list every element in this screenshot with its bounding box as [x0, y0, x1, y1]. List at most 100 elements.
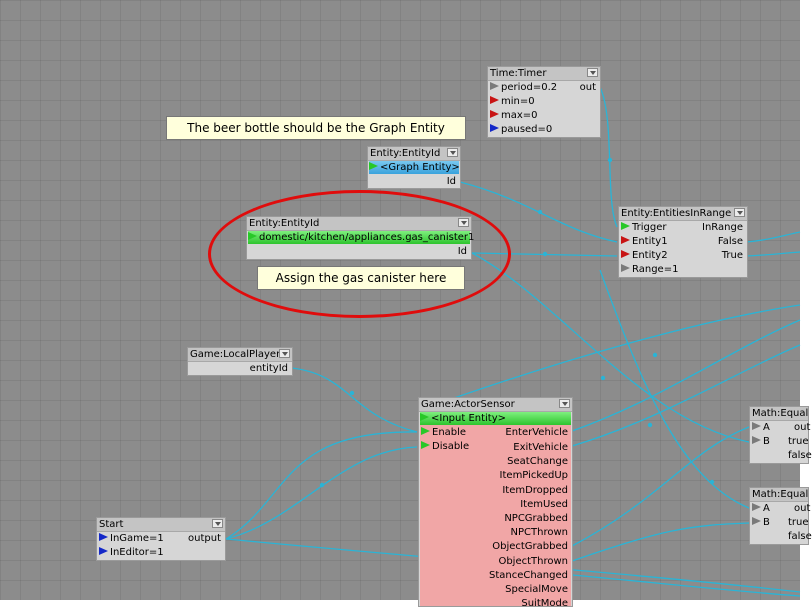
entity-selector[interactable]: <Input Entity>	[420, 412, 571, 425]
highlight-ellipse	[208, 190, 511, 318]
wire-inrange-equal2[interactable]	[599, 269, 750, 509]
port-period[interactable]: period=0.2	[490, 81, 557, 95]
node-entities-in-range[interactable]: Entity:EntitiesInRange Trigger InRange E…	[618, 206, 748, 278]
node-title[interactable]: Entity:EntitiesInRange	[619, 207, 747, 221]
port-seat-change[interactable]: SeatChange	[507, 456, 568, 467]
wire-sensor-grabbed-equal1[interactable]	[571, 426, 750, 547]
port-false[interactable]: false	[788, 531, 812, 542]
node-entity-graph[interactable]: Entity:EntityId <Graph Entity> Id	[367, 146, 461, 189]
port-exit-vehicle[interactable]: ExitVehicle	[513, 442, 568, 453]
node-local-player[interactable]: Game:LocalPlayer entityId	[187, 347, 293, 376]
node-time-timer[interactable]: Time:Timer period=0.2 out min=0 max=0 pa…	[487, 66, 601, 138]
port-output[interactable]: output	[188, 533, 221, 544]
port-a[interactable]: A	[752, 421, 770, 435]
port-true[interactable]: true	[788, 517, 809, 528]
node-math-equal-1[interactable]: Math:Equal A B out true false	[749, 406, 812, 464]
collapse-icon[interactable]	[447, 148, 458, 157]
wire-inrange-false[interactable]	[745, 231, 801, 243]
node-math-equal-2[interactable]: Math:Equal A B out true false	[749, 487, 812, 545]
node-start[interactable]: Start InGame=1 output InEditor=1	[96, 517, 226, 561]
wire-sensor-stance[interactable]	[571, 574, 801, 597]
port-in-game[interactable]: InGame=1	[99, 532, 164, 546]
port-item-picked-up[interactable]: ItemPickedUp	[499, 470, 568, 481]
port-in-editor[interactable]: InEditor=1	[99, 546, 164, 560]
port-arrow-icon	[752, 436, 761, 444]
port-inrange[interactable]: InRange	[702, 222, 743, 233]
port-entityid[interactable]: entityId	[249, 363, 288, 374]
wire-layer	[225, 86, 801, 597]
port-out[interactable]: out	[794, 422, 811, 433]
node-title[interactable]: Game:ActorSensor	[419, 398, 572, 412]
port-arrow-icon	[752, 503, 761, 511]
port-enter-vehicle[interactable]: EnterVehicle	[505, 427, 568, 438]
port-arrow-icon	[752, 517, 761, 525]
entity-selector[interactable]: <Graph Entity>	[369, 161, 460, 174]
port-paused[interactable]: paused=0	[490, 123, 552, 137]
port-stance-changed[interactable]: StanceChanged	[488, 570, 568, 581]
port-max[interactable]: max=0	[490, 109, 538, 123]
wire-sensor-enter[interactable]	[571, 319, 801, 432]
wire-canister-equal1-b[interactable]	[471, 252, 750, 443]
node-title[interactable]: Math:Equal	[750, 488, 809, 502]
port-arrow-icon	[490, 124, 499, 132]
port-entity1[interactable]: Entity1	[621, 235, 668, 249]
wire-graph-entity1[interactable]	[459, 181, 618, 243]
port-out[interactable]: out	[794, 503, 811, 514]
node-title[interactable]: Math:Equal	[750, 407, 809, 421]
port-arrow-icon	[621, 250, 630, 258]
port-true[interactable]: True	[721, 250, 743, 261]
node-actor-sensor[interactable]: Game:ActorSensor <Input Entity> Enable D…	[418, 397, 573, 609]
wire-start-enable[interactable]	[225, 431, 418, 540]
collapse-icon[interactable]	[559, 399, 570, 408]
port-range[interactable]: Range=1	[621, 263, 678, 277]
port-disable[interactable]: Disable	[421, 440, 469, 454]
collapse-icon[interactable]	[279, 349, 290, 358]
port-out[interactable]: out	[579, 82, 596, 93]
port-entity2[interactable]: Entity2	[621, 249, 668, 263]
port-arrow-icon	[621, 222, 630, 230]
port-trigger[interactable]: Trigger	[621, 221, 667, 235]
wire-sensor-thrown-equal2[interactable]	[571, 522, 750, 562]
port-a[interactable]: A	[752, 502, 770, 516]
port-npc-thrown[interactable]: NPCThrown	[510, 527, 568, 538]
port-object-thrown[interactable]: ObjectThrown	[498, 556, 568, 567]
wire-sensor-exit[interactable]	[571, 344, 801, 447]
port-false[interactable]: false	[788, 450, 812, 461]
wire-timer-trigger[interactable]	[599, 86, 618, 228]
port-false[interactable]: False	[717, 236, 743, 247]
node-title[interactable]: Game:LocalPlayer	[188, 348, 292, 362]
port-arrow-icon	[752, 422, 761, 430]
port-object-grabbed[interactable]: ObjectGrabbed	[492, 541, 568, 552]
port-arrow-icon	[421, 441, 430, 449]
port-suit-mode[interactable]: SuitMode	[521, 598, 568, 609]
comment-graph-entity[interactable]: The beer bottle should be the Graph Enti…	[166, 116, 466, 140]
port-b[interactable]: B	[752, 435, 770, 449]
wire-sensor-up[interactable]	[419, 304, 801, 411]
port-item-dropped[interactable]: ItemDropped	[502, 485, 568, 496]
collapse-icon[interactable]	[734, 208, 745, 217]
port-b[interactable]: B	[752, 516, 770, 530]
node-title[interactable]: Time:Timer	[488, 67, 600, 81]
node-title[interactable]: Entity:EntityId	[368, 147, 460, 161]
collapse-icon[interactable]	[587, 68, 598, 77]
wire-start-disable[interactable]	[225, 446, 418, 540]
actor-sensor-body	[420, 425, 571, 606]
port-arrow-icon	[490, 110, 499, 118]
wire-localplayer-enable[interactable]	[291, 367, 418, 433]
port-special-move[interactable]: SpecialMove	[505, 584, 568, 595]
port-enable[interactable]: Enable	[421, 426, 466, 440]
collapse-icon[interactable]	[212, 519, 223, 528]
port-arrow-icon	[99, 547, 108, 555]
port-arrow-icon	[621, 236, 630, 244]
wire-inrange-true[interactable]	[745, 251, 801, 257]
port-arrow-icon	[99, 533, 108, 541]
node-title[interactable]: Start	[97, 518, 225, 532]
port-arrow-icon	[421, 427, 430, 435]
port-true[interactable]: true	[788, 436, 809, 447]
port-id[interactable]: Id	[446, 176, 456, 187]
port-npc-grabbed[interactable]: NPCGrabbed	[504, 513, 568, 524]
port-arrow-icon	[490, 96, 499, 104]
port-min[interactable]: min=0	[490, 95, 535, 109]
port-item-used[interactable]: ItemUsed	[520, 499, 568, 510]
